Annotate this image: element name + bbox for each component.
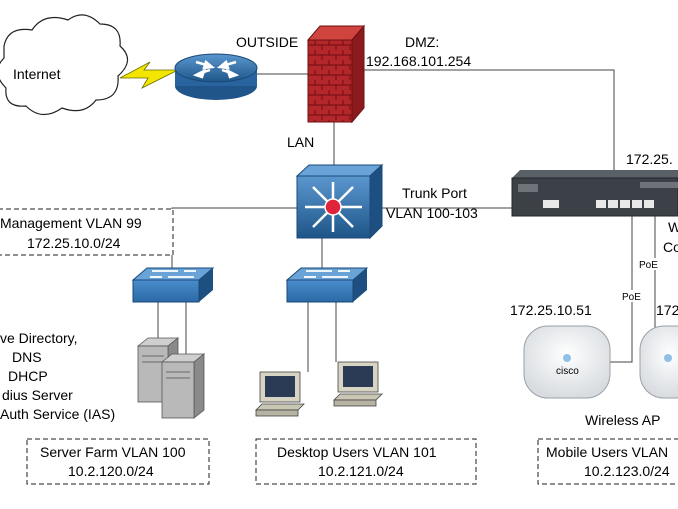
service-line-3: DHCP <box>8 368 48 384</box>
service-line-5: Auth Service (IAS) <box>0 406 115 422</box>
router <box>174 53 258 100</box>
management-vlan-title: Management VLAN 99 <box>0 215 142 231</box>
desktop-users-vlan-subnet: 10.2.121.0/24 <box>318 463 404 479</box>
ap2-ip-label: 172 <box>656 302 678 318</box>
link-core-serverswitch <box>171 207 297 268</box>
server-farm-vlan-title: Server Farm VLAN 100 <box>40 444 186 460</box>
management-vlan-subnet: 172.25.10.0/24 <box>27 235 121 251</box>
cloud-icon <box>0 14 129 116</box>
service-line-2: DNS <box>12 349 42 365</box>
desktop-users-vlan-box: Desktop Users VLAN 101 10.2.121.0/24 <box>255 438 477 485</box>
wlc-name-label-2: Co <box>663 239 678 255</box>
ap1-ip-label: 172.25.10.51 <box>510 302 592 318</box>
desktop-switch <box>285 267 369 303</box>
management-vlan-box: Management VLAN 99 172.25.10.0/24 <box>0 208 174 256</box>
server-icon <box>161 361 195 419</box>
mobile-users-vlan-subnet: 10.2.123.0/24 <box>584 463 670 479</box>
switch-icon <box>286 279 354 303</box>
server-2 <box>160 353 206 419</box>
internet-cloud: Internet <box>0 14 129 116</box>
workstation-1 <box>255 371 305 417</box>
router-icon <box>174 53 258 83</box>
lightning-icon <box>119 61 179 89</box>
svg-text:cisco: cisco <box>556 366 579 377</box>
wlc-ip-label: 172.25. <box>626 151 673 167</box>
wireless-controller <box>511 170 678 217</box>
trunk-port-label: Trunk Port <box>402 185 467 201</box>
workstation-2 <box>333 361 383 407</box>
wlc-name-label-1: W <box>668 219 678 235</box>
mobile-users-vlan-title: Mobile Users VLAN <box>546 444 668 460</box>
lan-label: LAN <box>287 134 314 150</box>
access-point-2 <box>639 325 678 399</box>
server-farm-vlan-subnet: 10.2.120.0/24 <box>68 463 154 479</box>
poe-text-2: PoE <box>639 260 658 271</box>
firewall <box>306 24 366 124</box>
server-switch <box>131 267 215 303</box>
service-line-1: ve Directory, <box>0 330 78 346</box>
poe-text-1: PoE <box>622 292 641 303</box>
core-switch <box>295 163 384 240</box>
access-point-1: cisco <box>523 325 611 399</box>
server-services-list: ve Directory, DNS DHCP dius Server Auth … <box>0 330 115 422</box>
mobile-users-vlan-box: Mobile Users VLAN 10.2.123.0/24 <box>537 438 678 485</box>
connection-lines <box>157 69 656 372</box>
firewall-icon <box>307 39 353 123</box>
dmz-title: DMZ: <box>405 34 439 50</box>
wireless-ap-label: Wireless AP <box>585 412 660 428</box>
trunk-vlan-label: VLAN 100-103 <box>386 205 478 221</box>
dmz-ip: 192.168.101.254 <box>366 53 471 69</box>
switch-icon <box>132 279 200 303</box>
access-point-icon <box>639 325 678 399</box>
service-line-4: dius Server <box>2 387 73 403</box>
link-wlc-ap1 <box>610 215 633 363</box>
server-farm-vlan-box: Server Farm VLAN 100 10.2.120.0/24 <box>26 438 210 485</box>
desktop-users-vlan-title: Desktop Users VLAN 101 <box>277 444 437 460</box>
internet-label: Internet <box>13 66 61 82</box>
link-dmz-wlc <box>357 69 615 178</box>
poe-label-1: PoE <box>620 290 642 303</box>
outside-label: OUTSIDE <box>236 34 298 50</box>
poe-label-2: PoE <box>637 258 659 271</box>
